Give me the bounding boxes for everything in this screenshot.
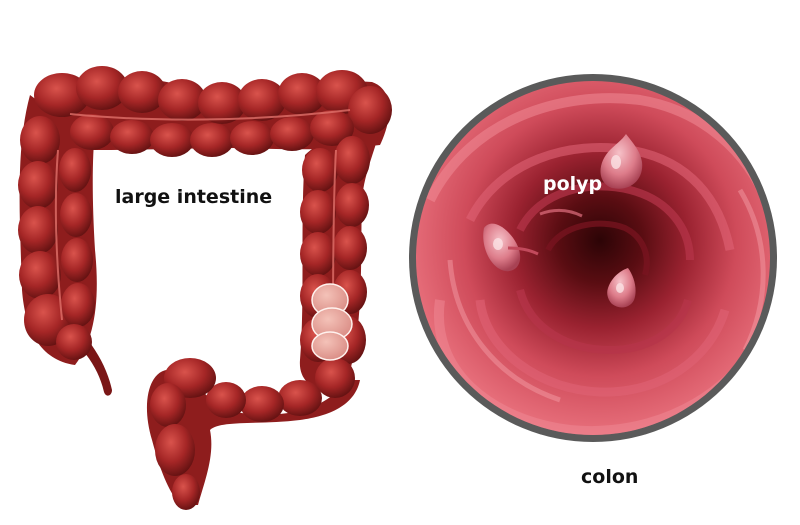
taenia-band-left xyxy=(54,149,63,321)
polyp-left xyxy=(483,223,539,272)
polyp-label: polyp xyxy=(543,173,603,195)
colon-label: colon xyxy=(581,466,639,488)
colon-folds xyxy=(425,93,770,435)
taenia-band-top xyxy=(69,109,351,121)
haustra-ascending xyxy=(18,116,95,360)
polyp-top xyxy=(600,134,643,189)
haustra-sigmoid xyxy=(150,358,322,510)
sigmoid-colon xyxy=(146,369,360,505)
large-intestine-illustration xyxy=(18,66,392,510)
polyp-bottom xyxy=(607,268,636,308)
colon-cross-section xyxy=(409,74,777,442)
large-intestine-label: large intestine xyxy=(115,186,273,208)
haustra-transverse xyxy=(34,66,392,157)
polyp-region-highlight xyxy=(311,283,353,361)
